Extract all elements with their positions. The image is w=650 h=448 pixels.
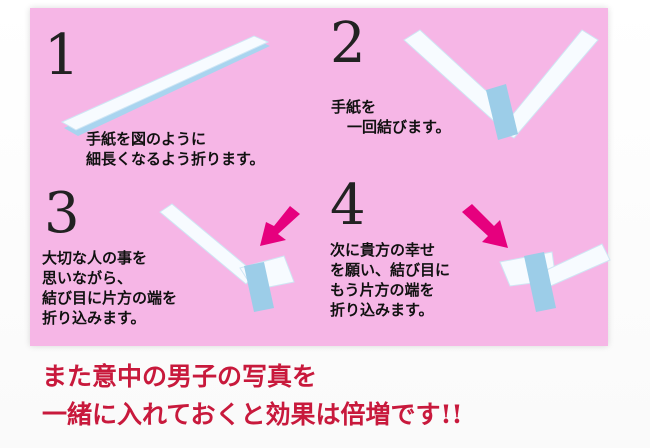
step-number-2: 2 xyxy=(330,11,366,76)
step-number-4: 4 xyxy=(330,173,366,238)
tuck-first-end-illustration xyxy=(159,203,300,312)
tagline-line-1: また意中の男子の写真を xyxy=(42,362,318,391)
step-4-caption-line-3: もう片方の端を xyxy=(330,281,435,299)
step-1-caption-line-1: 手紙を図のように xyxy=(86,130,207,148)
step-2-caption: 手紙を 一回結びます。 xyxy=(331,97,451,137)
tuck-second-end-illustration xyxy=(462,204,611,312)
pink-arrow-right xyxy=(462,204,508,248)
step-3-caption-line-3: 結び目に片方の端を xyxy=(42,289,178,307)
single-knot-illustration xyxy=(403,29,599,140)
folded-strip-illustration xyxy=(60,35,270,136)
instruction-panel: 1 手紙を図のように 細長くなるよう折ります。 2 手紙を 一回結びます。 3 xyxy=(30,8,611,346)
pink-arrow-left xyxy=(260,206,300,246)
step-2-caption-line-1: 手紙を xyxy=(331,98,377,116)
step-number-3: 3 xyxy=(44,181,80,246)
step-4-caption-line-4: 折り込みます。 xyxy=(330,301,434,319)
step-number-1: 1 xyxy=(44,23,80,88)
step-4-caption: 次に貴方の幸せ を願い、結び目に もう片方の端を 折り込みます。 xyxy=(330,240,450,320)
step-1-caption: 手紙を図のように 細長くなるよう折ります。 xyxy=(86,129,265,169)
step-4-caption-line-1: 次に貴方の幸せ xyxy=(330,241,436,259)
step-3-caption-line-2: 思いながら、 xyxy=(42,269,133,287)
step-3-caption-line-4: 折り込みます。 xyxy=(42,309,146,327)
step-4-caption-line-2: を願い、結び目に xyxy=(330,261,451,279)
step-3-caption: 大切な人の事を 思いながら、 結び目に片方の端を 折り込みます。 xyxy=(42,248,177,328)
step-1-caption-line-2: 細長くなるよう折ります。 xyxy=(86,150,265,168)
tagline-line-2: 一緒に入れておくと効果は倍増です!! xyxy=(42,400,463,429)
step-3-caption-line-1: 大切な人の事を xyxy=(42,249,148,267)
tagline: また意中の男子の写真を 一緒に入れておくと効果は倍増です!! xyxy=(42,358,462,434)
step-2-caption-line-2: 一回結びます。 xyxy=(347,118,451,136)
